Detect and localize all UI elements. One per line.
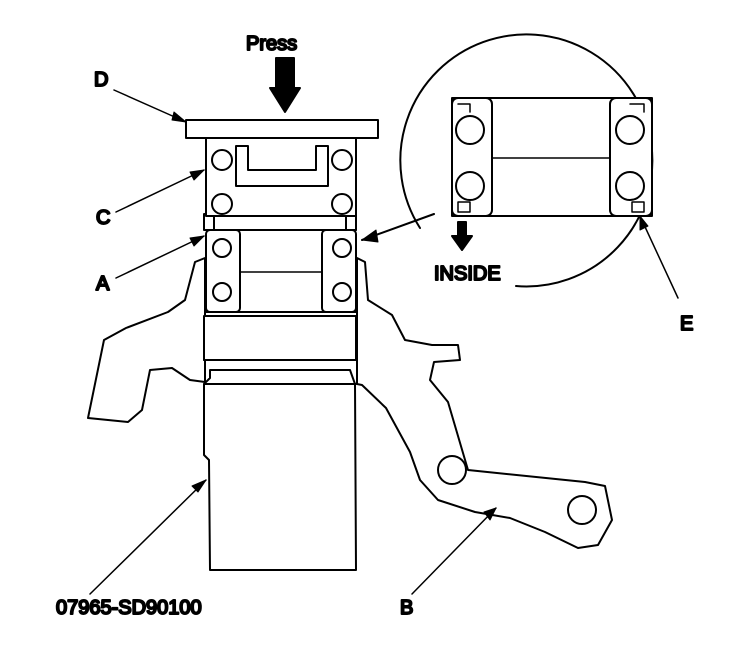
leader-a <box>115 235 205 279</box>
leader-d-head <box>171 111 187 123</box>
attachment-c-body <box>205 137 357 217</box>
knuckle-lower-hole <box>567 495 597 525</box>
label-c: C <box>96 207 110 229</box>
leader-tool-head <box>191 479 207 493</box>
label-d: D <box>94 69 108 91</box>
bearing-a-left <box>205 229 241 313</box>
leader-b-head <box>483 507 497 521</box>
detail-ball <box>615 171 645 201</box>
detail-ball <box>455 115 485 145</box>
detail-seal-e <box>631 201 645 213</box>
leader-e-head <box>639 215 649 231</box>
bearing-a-ball <box>332 238 352 258</box>
detail-seal <box>629 103 645 113</box>
leader-detail-head <box>361 229 379 243</box>
detail-seal <box>457 103 471 113</box>
bearing-a-ball <box>332 282 352 302</box>
tool-number-label: 07965-SD90100 <box>56 597 202 619</box>
label-a: A <box>96 273 110 295</box>
inside-label: INSIDE <box>434 263 501 285</box>
leader-a-head <box>189 235 205 247</box>
detail-ball <box>455 171 485 201</box>
label-e: E <box>680 313 693 335</box>
detail-ball <box>615 115 645 145</box>
support-tool <box>203 369 357 571</box>
detail-seal <box>457 201 471 213</box>
knuckle-body <box>87 257 206 423</box>
detail-race-left <box>451 97 493 217</box>
attachment-c-ball <box>331 193 353 215</box>
press-plate-d <box>185 119 379 139</box>
leader-e <box>639 215 679 299</box>
bearing-a-ball <box>212 238 232 258</box>
inside-arrow <box>451 221 473 251</box>
label-b: B <box>400 597 413 619</box>
leader-c-head <box>189 169 205 181</box>
press-label: Press <box>246 33 297 55</box>
housing-block <box>203 315 357 361</box>
detail-circle <box>399 33 654 288</box>
knuckle-upper-hole <box>437 455 467 485</box>
detail-race-right <box>609 97 653 217</box>
attachment-c-ball <box>331 149 353 171</box>
knuckle-right-arm <box>356 257 613 549</box>
attachment-c-ball <box>211 193 233 215</box>
attachment-c-recess <box>235 145 329 187</box>
leader-tool <box>89 479 207 595</box>
bearing-a-ball <box>212 282 232 302</box>
attachment-c-ball <box>211 149 233 171</box>
press-arrow <box>269 57 301 113</box>
leader-c <box>115 169 205 213</box>
leader-b <box>411 507 497 595</box>
